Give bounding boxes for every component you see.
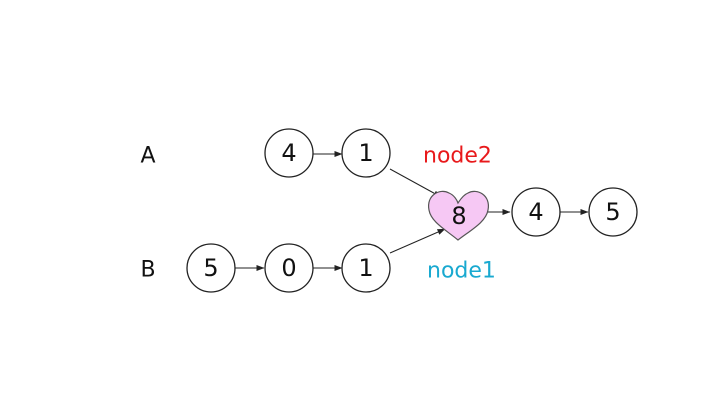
list-b-label: B bbox=[140, 258, 155, 283]
list-a-label: A bbox=[140, 144, 155, 169]
node-shared-heart: 8 bbox=[428, 190, 489, 241]
node-b2-value: 0 bbox=[281, 254, 296, 282]
heart-icon bbox=[428, 190, 489, 241]
node-b1: 5 bbox=[186, 243, 236, 293]
node-a2: 1 bbox=[341, 128, 391, 178]
node-c1: 4 bbox=[511, 187, 561, 237]
node-a1: 4 bbox=[264, 128, 314, 178]
node-a2-value: 1 bbox=[358, 139, 373, 167]
node-c2-value: 5 bbox=[605, 198, 620, 226]
node-b3: 1 bbox=[341, 243, 391, 293]
edge-a2-shared bbox=[389, 168, 442, 198]
node-b2: 0 bbox=[264, 243, 314, 293]
node-a1-value: 4 bbox=[281, 139, 296, 167]
node2-label: node2 bbox=[423, 144, 492, 169]
edge-b3-shared bbox=[389, 228, 446, 254]
node-shared-value: 8 bbox=[451, 202, 466, 230]
node-b3-value: 1 bbox=[358, 254, 373, 282]
node-c2: 5 bbox=[588, 187, 638, 237]
node1-label: node1 bbox=[427, 259, 496, 284]
node-c1-value: 4 bbox=[528, 198, 543, 226]
node-b1-value: 5 bbox=[203, 254, 218, 282]
